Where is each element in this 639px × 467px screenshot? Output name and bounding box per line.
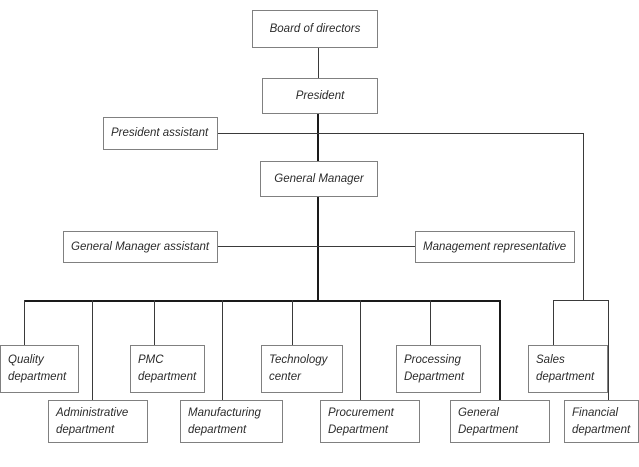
node-general-department[interactable]: General Department — [450, 400, 550, 443]
node-general-manager-assistant[interactable]: General Manager assistant — [63, 231, 218, 263]
node-technology-center[interactable]: Technology center — [261, 345, 343, 393]
node-board-of-directors[interactable]: Board of directors — [252, 10, 378, 48]
node-sales-department[interactable]: Sales department — [528, 345, 608, 393]
node-administrative-department[interactable]: Administrative department — [48, 400, 148, 443]
node-quality-department[interactable]: Quality department — [0, 345, 79, 393]
node-label: Quality department — [8, 354, 67, 383]
node-manufacturing-department[interactable]: Manufacturing department — [180, 400, 283, 443]
connector-drop-quality — [24, 300, 25, 345]
node-label: Board of directors — [269, 22, 361, 35]
node-label: Sales department — [536, 354, 595, 383]
connector-drop-general-department — [499, 300, 501, 400]
node-processing-department[interactable]: Processing Department — [396, 345, 481, 393]
connector-drop-procurement — [360, 300, 361, 400]
connector-drop-financial — [608, 300, 609, 400]
connector-gm-assistant-to-management-rep — [218, 246, 415, 247]
connector-drop-manufacturing — [222, 300, 223, 400]
connector-drop-pmc — [154, 300, 155, 345]
node-label: Administrative department — [56, 406, 129, 436]
node-procurement-department[interactable]: Procurement Department — [320, 400, 420, 443]
connector-drop-sales — [553, 300, 554, 345]
node-financial-department[interactable]: Financial department — [564, 400, 639, 443]
connector-drop-technology — [292, 300, 293, 345]
connector-gm-spine — [317, 196, 319, 300]
node-label: President assistant — [111, 127, 209, 140]
node-label: Procurement Department — [328, 406, 394, 436]
node-general-manager[interactable]: General Manager — [260, 161, 378, 197]
node-label: Management representative — [423, 240, 567, 253]
connector-board-to-president — [318, 48, 319, 78]
node-label: General Department — [458, 406, 519, 436]
node-management-representative[interactable]: Management representative — [415, 231, 575, 263]
node-label: Processing Department — [404, 354, 465, 383]
connector-president-assistant-line — [218, 133, 583, 134]
connector-drop-processing — [430, 300, 431, 345]
node-president[interactable]: President — [262, 78, 378, 114]
node-label: President — [295, 89, 345, 102]
connector-drop-administrative — [92, 300, 93, 400]
node-label: General Manager assistant — [71, 240, 210, 253]
connector-president-assistant-down — [583, 133, 584, 300]
node-pmc-department[interactable]: PMC department — [130, 345, 205, 393]
node-label: Technology center — [269, 354, 328, 383]
connector-sales-bus — [553, 300, 609, 301]
node-label: PMC department — [138, 354, 197, 383]
node-label: Manufacturing department — [188, 406, 261, 436]
connector-main-bus — [24, 300, 501, 302]
node-label: General Manager — [274, 172, 364, 185]
node-president-assistant[interactable]: President assistant — [103, 117, 218, 150]
node-label: Financial department — [572, 406, 631, 436]
connector-president-to-gm — [317, 114, 319, 161]
